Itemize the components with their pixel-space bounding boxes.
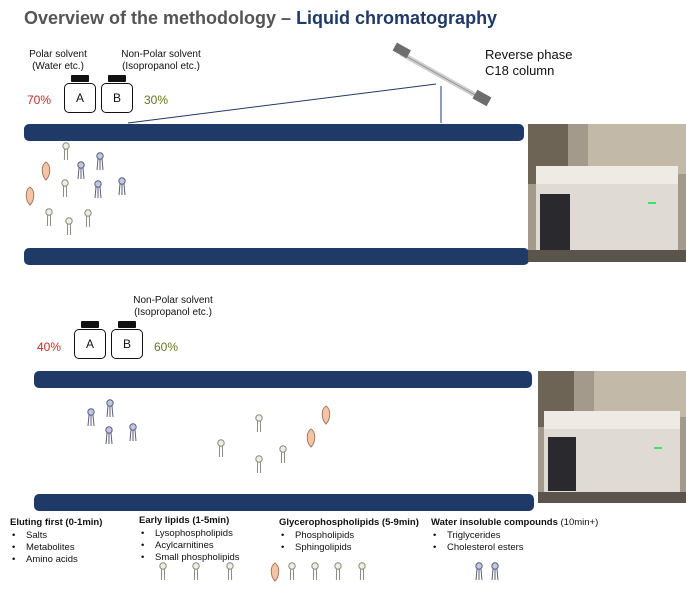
section-time: (5-9min) (379, 517, 419, 528)
lipid-molecule-icon (118, 177, 126, 196)
solvent-bottle-b: B (101, 83, 133, 113)
section-time: (1-5min) (189, 515, 230, 526)
bottle-cap-icon (118, 321, 136, 328)
droplet-molecule-icon (270, 562, 280, 582)
list-item: Metabolites (10, 542, 102, 554)
nonpolar-solvent-line1: Non-Polar solvent (133, 295, 213, 306)
section-water-insoluble: Water insoluble compounds (10min+) Trigl… (431, 517, 598, 554)
section-time: (0-1min) (62, 517, 103, 528)
droplet-molecule-icon (321, 405, 331, 425)
lipid-molecule-icon (105, 426, 113, 445)
section-heading-text: Water insoluble compounds (431, 517, 558, 528)
lc-instrument-photo-2 (538, 371, 686, 503)
list-item: Phospholipids (279, 530, 419, 542)
bottle-cap-icon (71, 75, 89, 82)
list-item: Cholesterol esters (431, 542, 598, 554)
list-item: Small phospholipids (139, 552, 240, 564)
list-item: Sphingolipids (279, 542, 419, 554)
list-item: Amino acids (10, 554, 102, 566)
list-item: Triglycerides (431, 530, 598, 542)
title-accent: Liquid chromatography (296, 8, 498, 28)
section-time: (10min+) (557, 517, 599, 528)
c18-column-icon (392, 42, 492, 107)
polar-solvent-line1: Polar solvent (29, 49, 87, 60)
lipid-molecule-icon (77, 161, 85, 180)
section-glycerophospholipids: Glycerophospholipids (5-9min) Phospholip… (279, 517, 419, 554)
panel2-molecules (87, 399, 331, 474)
page-title: Overview of the methodology – Liquid chr… (24, 8, 497, 29)
lipid-molecule-icon (358, 562, 366, 581)
column-bottom-bar-2 (34, 494, 534, 511)
nonpolar-solvent-line2: (Isopropanol etc.) (122, 61, 200, 72)
column-bottom-bar (24, 248, 529, 265)
section-heading-text: Early lipids (139, 515, 190, 526)
solvent-a-percent-2: 40% (37, 340, 62, 354)
lipid-molecule-icon (288, 562, 296, 581)
lipid-molecule-icon (65, 217, 73, 236)
lipid-molecule-icon (475, 562, 483, 581)
lipid-molecule-icon (87, 408, 95, 427)
bottle-cap-icon (81, 321, 99, 328)
section-heading-text: Glycerophospholipids (279, 517, 380, 528)
lipid-molecule-icon (62, 142, 70, 161)
solvent-b-percent: 30% (144, 93, 169, 107)
nonpolar-solvent-line1: Non-Polar solvent (121, 49, 201, 60)
lipid-molecule-icon (226, 562, 234, 581)
solvent-b-percent-2: 60% (154, 340, 179, 354)
lipid-molecule-icon (192, 562, 200, 581)
lc-instrument-photo (528, 124, 686, 262)
lipid-molecule-icon (159, 562, 167, 581)
column-label: Reverse phase C18 column (485, 47, 572, 79)
lipid-molecule-icon (61, 179, 69, 198)
section-eluting-first: Eluting first (0-1min) Salts Metabolites… (10, 517, 102, 566)
lipid-molecule-icon (255, 455, 263, 474)
nonpolar-solvent-line2: (Isopropanol etc.) (134, 307, 212, 318)
panel1-molecules (25, 142, 126, 236)
list-item: Salts (10, 530, 102, 542)
column-diagram (127, 42, 492, 124)
section-heading: Eluting first (0-1min) (10, 517, 102, 528)
list-item: Lysophospholipids (139, 528, 240, 540)
solvent-bottle-b-2: B (111, 329, 143, 359)
solvent-bottle-a: A (64, 83, 96, 113)
droplet-molecule-icon (25, 186, 35, 206)
lipid-molecule-icon (279, 445, 287, 464)
polar-solvent-line2: (Water etc.) (32, 61, 84, 72)
droplet-molecule-icon (41, 161, 51, 181)
lipid-molecule-icon (96, 152, 104, 171)
section-heading: Early lipids (1-5min) (139, 515, 240, 526)
column-label-line1: Reverse phase (485, 47, 573, 62)
lipid-molecule-icon (311, 562, 319, 581)
lipid-molecule-icon (491, 562, 499, 581)
lipid-molecule-icon (129, 423, 137, 442)
section-heading-text: Eluting first (10, 517, 63, 528)
lipid-molecule-icon (217, 439, 225, 458)
lipid-molecule-icon (106, 399, 114, 418)
nonpolar-solvent-label-2: Non-Polar solvent (Isopropanol etc.) (128, 295, 218, 319)
list-item: Acylcarnitines (139, 540, 240, 552)
column-top-bar (24, 124, 524, 141)
lipid-molecule-icon (94, 180, 102, 199)
section-early-lipids: Early lipids (1-5min) Lysophospholipids … (139, 515, 240, 564)
solvent-bottle-a-2: A (74, 329, 106, 359)
lipid-molecule-icon (255, 414, 263, 433)
column-top-bar-2 (34, 371, 532, 388)
droplet-molecule-icon (306, 428, 316, 448)
lipid-molecule-icon (334, 562, 342, 581)
solvent-a-percent: 70% (27, 93, 52, 107)
title-main: Overview of the methodology – (24, 8, 292, 28)
column-label-line2: C18 column (485, 63, 555, 78)
lipid-molecule-icon (45, 208, 53, 227)
lipid-molecule-icon (84, 209, 92, 228)
section-heading: Glycerophospholipids (5-9min) (279, 517, 419, 528)
bottle-cap-icon (108, 75, 126, 82)
nonpolar-solvent-label: Non-Polar solvent (Isopropanol etc.) (116, 49, 206, 73)
section-heading: Water insoluble compounds (10min+) (431, 517, 598, 528)
polar-solvent-label: Polar solvent (Water etc.) (18, 49, 98, 73)
bottom-molecules (159, 562, 499, 582)
column-connector-line (127, 83, 437, 124)
